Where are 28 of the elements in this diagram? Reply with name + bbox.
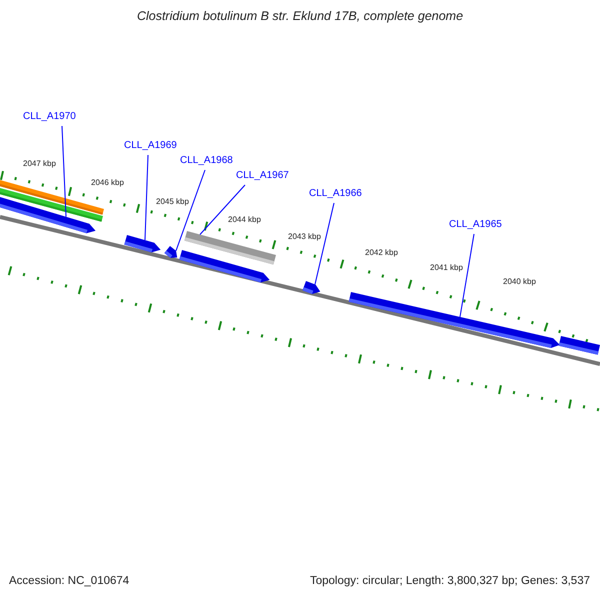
gene-feature xyxy=(558,336,600,355)
title: Clostridium botulinum B str. Eklund 17B, complete genome xyxy=(136,10,464,22)
gene-label: CLL_A1970 xyxy=(23,112,76,122)
gene-label: CLL_A1967 xyxy=(236,171,289,181)
leader-line xyxy=(62,126,66,218)
gene-feature xyxy=(164,246,178,258)
leader-line xyxy=(314,202,334,285)
position-label: 2042 kbp xyxy=(365,249,398,257)
genome-info: Topology: circular; Length: 3,800,327 bp; Genes: 3,537 xyxy=(310,576,590,588)
gene-feature xyxy=(124,235,161,252)
gene-label: CLL_A1969 xyxy=(124,141,177,151)
leader-line xyxy=(200,184,246,235)
position-label: 2045 kbp xyxy=(156,198,189,206)
gene-label: CLL_A1965 xyxy=(449,220,502,230)
position-label: 2043 kbp xyxy=(288,233,321,241)
position-label: 2047 kbp xyxy=(23,160,56,168)
leader-line xyxy=(144,154,148,241)
accession-label: Accession: NC_010674 xyxy=(9,576,130,588)
gene-label: CLL_A1966 xyxy=(309,189,362,199)
leader-line xyxy=(460,234,474,318)
gene-feature xyxy=(0,188,103,222)
position-label: 2046 kbp xyxy=(91,179,124,187)
position-label: 2041 kbp xyxy=(430,264,463,272)
gene-feature xyxy=(348,292,560,348)
gene-feature xyxy=(179,250,270,282)
leader-line xyxy=(176,170,206,252)
gene-feature xyxy=(302,281,320,294)
gene-label: CLL_A1968 xyxy=(180,156,233,166)
